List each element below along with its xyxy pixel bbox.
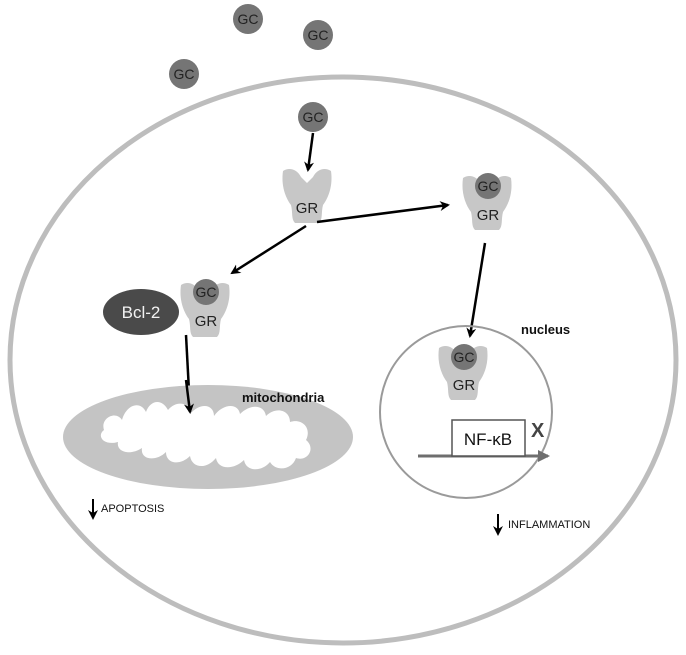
gc-label: GC — [303, 109, 324, 125]
gc-label: GC — [238, 11, 259, 27]
gc-molecule-extracellular-1: GC — [233, 4, 263, 34]
arrow-gr-to-bcl2-path — [230, 224, 307, 275]
gc-label: GC — [308, 27, 329, 43]
arrow-into-mitochondria — [184, 379, 194, 414]
nucleus-label: nucleus — [521, 322, 570, 337]
apoptosis-label: APOPTOSIS — [101, 503, 164, 515]
arrow-complex-to-nucleus — [466, 242, 487, 338]
gc-molecule-entering: GC — [298, 102, 328, 132]
gr-label: GR — [453, 377, 476, 394]
inflammation-label: INFLAMMATION — [508, 519, 590, 531]
gr-label: GR — [195, 313, 218, 330]
gc-molecule-extracellular-2: GC — [303, 20, 333, 50]
nfkb-label: NF-κB — [464, 430, 512, 449]
gc-molecule-extracellular-3: GC — [169, 59, 199, 89]
bcl2-protein: Bcl-2 — [103, 289, 179, 335]
nfkb-gene-box: NF-κB — [451, 419, 526, 457]
gr-receptor-unbound: GR — [282, 169, 332, 223]
gr-label: GR — [296, 200, 319, 217]
mitochondria-label: mitochondria — [242, 390, 325, 405]
cell-membrane — [7, 74, 679, 646]
gc-gr-complex-nucleus: GC GR — [438, 344, 488, 400]
inhibition-x-mark: X — [531, 420, 545, 442]
arrow-gr-to-nuclear-path — [316, 201, 450, 224]
gc-label: GC — [454, 349, 475, 365]
gc-label: GC — [174, 66, 195, 82]
gc-label: GC — [196, 284, 217, 300]
mitochondria-cristae — [100, 401, 311, 470]
gc-gr-complex-cytoplasm: GC GR — [462, 173, 512, 230]
gc-gr-complex-bcl2: GC GR — [180, 279, 230, 337]
gc-label: GC — [478, 178, 499, 194]
mitochondria: mitochondria — [63, 385, 353, 489]
bcl2-label: Bcl-2 — [122, 303, 161, 322]
nucleus: nucleus — [379, 322, 570, 499]
gr-label: GR — [477, 207, 500, 224]
inflammation-effect: INFLAMMATION — [493, 514, 590, 536]
apoptosis-effect: APOPTOSIS — [88, 499, 164, 520]
arrow-gc-to-gr — [304, 132, 315, 172]
